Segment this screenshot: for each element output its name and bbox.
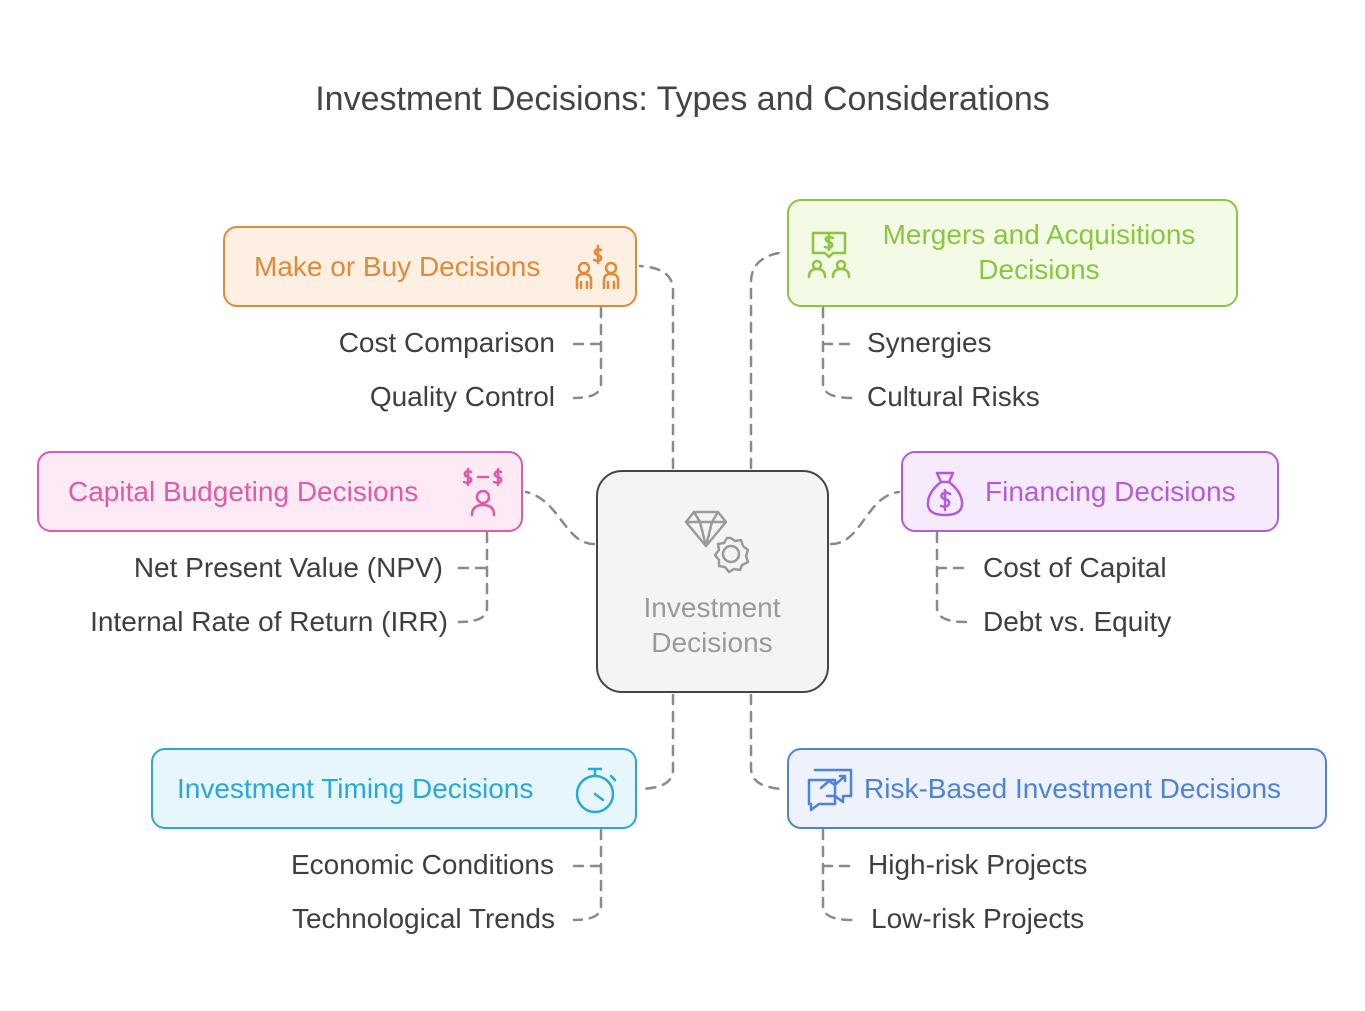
connector-risk <box>749 693 787 791</box>
mergers-label: Mergers and Acquisitions Decisions <box>882 219 1196 285</box>
center-label: Investment Decisions <box>643 592 781 658</box>
connector-capital-items <box>457 531 489 624</box>
stopwatch-icon <box>575 767 617 814</box>
connector-financing <box>829 490 901 546</box>
financing-label: Financing Decisions <box>985 476 1236 507</box>
capital-item-1: Net Present Value (NPV) <box>133 552 443 583</box>
chart-chat-icon <box>807 768 853 812</box>
financing-item-1: Cost of Capital <box>983 552 1167 583</box>
make-buy-item-2: Quality Control <box>369 381 555 412</box>
timing-item-2: Technological Trends <box>291 903 555 934</box>
financing-item-2: Debt vs. Equity <box>983 606 1172 637</box>
risk-box: Risk-Based Investment Decisions <box>787 748 1327 829</box>
connector-make-buy <box>638 264 675 470</box>
capital-label: Capital Budgeting Decisions <box>68 476 419 507</box>
person-dollar-exchange-icon <box>462 467 503 517</box>
financing-box: Financing Decisions <box>901 451 1279 532</box>
connector-mergers-items <box>821 306 854 400</box>
capital-box: Capital Budgeting Decisions <box>37 451 523 532</box>
people-dollar-icon <box>575 244 620 290</box>
timing-box: Investment Timing Decisions <box>151 748 637 829</box>
money-bag-icon <box>926 471 964 517</box>
page-title: Investment Decisions: Types and Consider… <box>315 80 1050 118</box>
connector-make-buy-items <box>572 306 603 400</box>
timing-item-1: Economic Conditions <box>290 849 554 880</box>
make-buy-box: Make or Buy Decisions <box>223 226 637 307</box>
mergers-box: Mergers and Acquisitions Decisions <box>787 199 1238 307</box>
center-node: Investment Decisions <box>596 470 829 693</box>
connector-timing-items <box>572 828 603 922</box>
risk-label: Risk-Based Investment Decisions <box>864 773 1282 804</box>
make-buy-item-1: Cost Comparison <box>338 327 555 358</box>
timing-label: Investment Timing Decisions <box>177 773 534 804</box>
connector-mergers <box>749 250 787 470</box>
people-money-board-icon <box>807 231 851 279</box>
connector-capital <box>524 490 596 546</box>
mergers-item-1: Synergies <box>867 327 992 358</box>
connector-financing-items <box>935 531 968 624</box>
risk-item-2: Low-risk Projects <box>871 903 1085 934</box>
capital-item-2: Internal Rate of Return (IRR) <box>90 606 448 637</box>
connector-timing <box>638 693 675 791</box>
mergers-item-2: Cultural Risks <box>867 381 1040 412</box>
diamond-gear-icon <box>684 510 750 574</box>
make-buy-label: Make or Buy Decisions <box>254 251 541 282</box>
connector-risk-items <box>821 828 854 922</box>
risk-item-1: High-risk Projects <box>868 849 1088 880</box>
